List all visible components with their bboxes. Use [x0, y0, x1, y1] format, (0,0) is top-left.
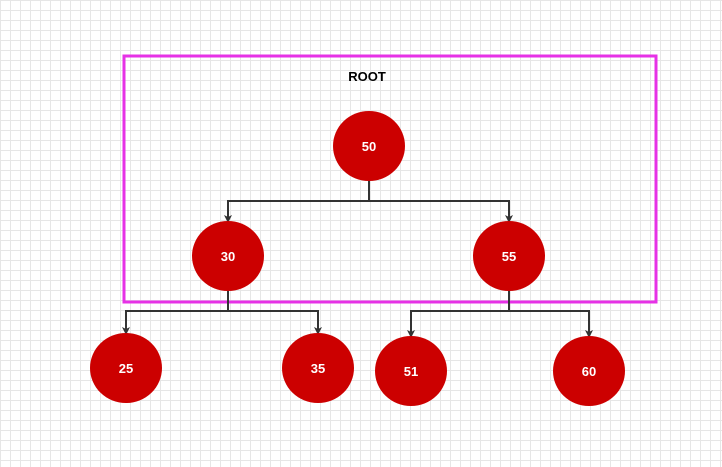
root-highlight-box — [122, 54, 658, 304]
node-25: 25 — [90, 333, 162, 403]
nodes-layer: 50 30 55 25 35 51 60 — [90, 111, 625, 406]
edge-30-to-25 — [122, 291, 229, 335]
node-55-label: 55 — [502, 249, 516, 264]
node-25-label: 25 — [119, 361, 133, 376]
edges-layer — [122, 181, 593, 338]
edge-55-to-51 — [407, 291, 510, 338]
node-51: 51 — [375, 336, 447, 406]
edge-50-to-30 — [224, 181, 370, 223]
node-50: 50 — [333, 111, 405, 181]
node-50-circle — [333, 111, 405, 181]
node-30: 30 — [192, 221, 264, 291]
node-25-circle — [90, 333, 162, 403]
edge-55-to-60 — [508, 291, 593, 338]
node-60: 60 — [553, 336, 625, 406]
edge-50-to-55 — [368, 181, 513, 223]
node-50-label: 50 — [362, 139, 376, 154]
node-35-circle — [282, 333, 354, 403]
node-55: 55 — [473, 221, 545, 291]
node-30-label: 30 — [221, 249, 235, 264]
node-60-label: 60 — [582, 364, 596, 379]
node-30-circle — [192, 221, 264, 291]
node-35-label: 35 — [311, 361, 325, 376]
node-51-label: 51 — [404, 364, 418, 379]
node-51-circle — [375, 336, 447, 406]
node-35: 35 — [282, 333, 354, 403]
node-55-circle — [473, 221, 545, 291]
edge-30-to-35 — [227, 291, 322, 335]
node-60-circle — [553, 336, 625, 406]
root-region-label: ROOT — [348, 69, 386, 84]
